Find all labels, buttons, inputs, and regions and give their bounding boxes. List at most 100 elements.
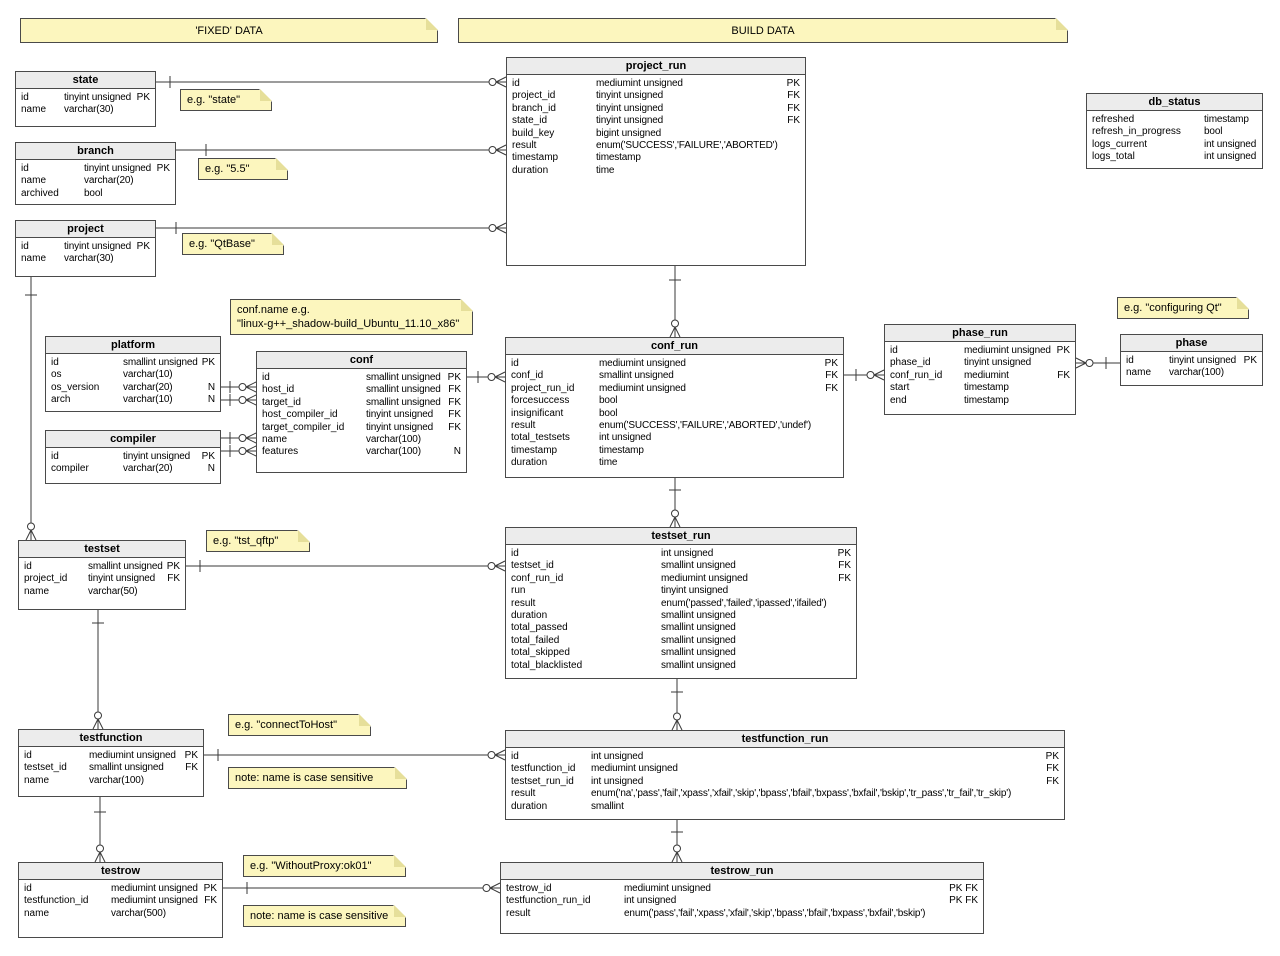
field-flag <box>834 585 851 597</box>
note-testfunction-case-text: note: name is case sensitive <box>235 772 374 784</box>
table-conf_run-title: conf_run <box>506 338 843 355</box>
field-flag <box>821 395 838 407</box>
field-flag: FK <box>204 895 217 907</box>
field-flag <box>153 188 170 200</box>
rel-phase-phase_run <box>1075 357 1120 369</box>
note-testrow-case: note: name is case sensitive <box>243 905 406 927</box>
table-testfunction_run-title: testfunction_run <box>506 731 1064 748</box>
rel-testset-testset_run <box>186 560 506 572</box>
field-name: id <box>1126 355 1134 366</box>
rel-compiler-conf-target <box>221 445 257 457</box>
rel-platform-conf-host <box>221 381 257 393</box>
field-type: bool <box>84 187 103 199</box>
field-name: start <box>890 382 910 394</box>
field-name: testrow_id <box>506 883 552 894</box>
field-flag <box>1240 367 1257 379</box>
field-flag <box>198 369 215 381</box>
field-flag <box>1256 126 1260 138</box>
field-name: build_key <box>512 127 555 139</box>
rel-testfunction_run-testrow_run <box>671 820 683 863</box>
field-type: int unsigned <box>1204 138 1257 150</box>
field-flag <box>133 104 150 116</box>
table-testrow-title: testrow <box>19 863 222 880</box>
field-flag: PK <box>1056 345 1070 356</box>
field-flag: FK <box>825 370 838 382</box>
field-name: id <box>890 345 898 356</box>
field-type: enum('SUCCESS','FAILURE','ABORTED') <box>596 140 778 152</box>
field-flag <box>834 598 851 610</box>
field-type: varchar(500) <box>111 907 166 919</box>
field-type: timestamp <box>964 382 1009 394</box>
field-name: run <box>511 585 526 597</box>
field-flag <box>821 445 838 457</box>
field-name: end <box>890 394 907 406</box>
field-type: smallint unsigned <box>661 622 736 634</box>
rel-testfunction-testfunction_run <box>204 749 506 761</box>
field-type: smallint unsigned <box>599 370 674 382</box>
field-name: duration <box>511 457 548 469</box>
note-project-example-text: e.g. "QtBase" <box>189 238 255 250</box>
field-type: timestamp <box>596 152 641 164</box>
field-name: host_id <box>262 384 295 396</box>
field-name: id <box>51 451 59 462</box>
field-name: archived <box>21 187 59 199</box>
field-name: duration <box>511 610 548 622</box>
field-flag: N <box>207 463 215 475</box>
field-type: varchar(30) <box>64 253 114 265</box>
field-type: enum('passed','failed','ipassed','ifaile… <box>661 597 827 609</box>
field-type: bool <box>1204 126 1223 138</box>
field-flag <box>153 175 170 187</box>
field-name: target_id <box>262 396 301 408</box>
field-type: varchar(100) <box>1169 367 1224 379</box>
note-testfunction-case: note: name is case sensitive <box>228 767 407 789</box>
field-flag <box>821 432 838 444</box>
field-flag <box>834 610 851 622</box>
field-type: tinyint unsigned <box>64 241 132 252</box>
field-name: state_id <box>512 115 548 127</box>
field-name: name <box>24 907 50 919</box>
field-flag: FK <box>1057 369 1070 381</box>
field-type: bool <box>599 407 618 419</box>
field-flag: PK FK <box>949 895 978 907</box>
rel-testset-testfunction <box>92 610 104 730</box>
field-flag: FK <box>185 762 198 774</box>
field-flag: N <box>453 446 461 458</box>
field-flag <box>834 660 851 672</box>
field-name: branch_id <box>512 102 556 114</box>
field-flag: PK <box>203 883 217 894</box>
field-name: os_version <box>51 381 100 393</box>
field-name: logs_current <box>1092 138 1148 150</box>
field-flag <box>1256 114 1260 126</box>
note-testfunction-example-text: e.g. "connectToHost" <box>235 719 337 731</box>
field-flag <box>945 908 978 920</box>
rel-branch-project_run <box>176 144 507 156</box>
field-type: mediumint unsigned <box>624 883 711 894</box>
field-type: smallint unsigned <box>366 396 441 408</box>
note-testrow-example-text: e.g. "WithoutProxy:ok01" <box>250 860 372 872</box>
field-type: tinyint unsigned <box>1169 355 1237 366</box>
field-flag <box>783 140 800 152</box>
field-name: testfunction_id <box>24 895 89 907</box>
field-flag: PK <box>184 750 198 761</box>
field-name: total_testsets <box>511 432 570 444</box>
field-flag: FK <box>787 90 800 102</box>
field-type: mediumint unsigned <box>596 78 683 89</box>
field-flag <box>834 635 851 647</box>
field-flag: N <box>207 394 216 406</box>
rel-testrow-testrow_run <box>223 882 501 894</box>
field-name: name <box>262 434 288 446</box>
field-flag: FK <box>1046 763 1059 775</box>
note-branch-example-text: e.g. "5.5" <box>205 163 250 175</box>
field-name: name <box>21 175 47 187</box>
field-name: duration <box>511 800 548 812</box>
field-name: result <box>511 420 536 432</box>
